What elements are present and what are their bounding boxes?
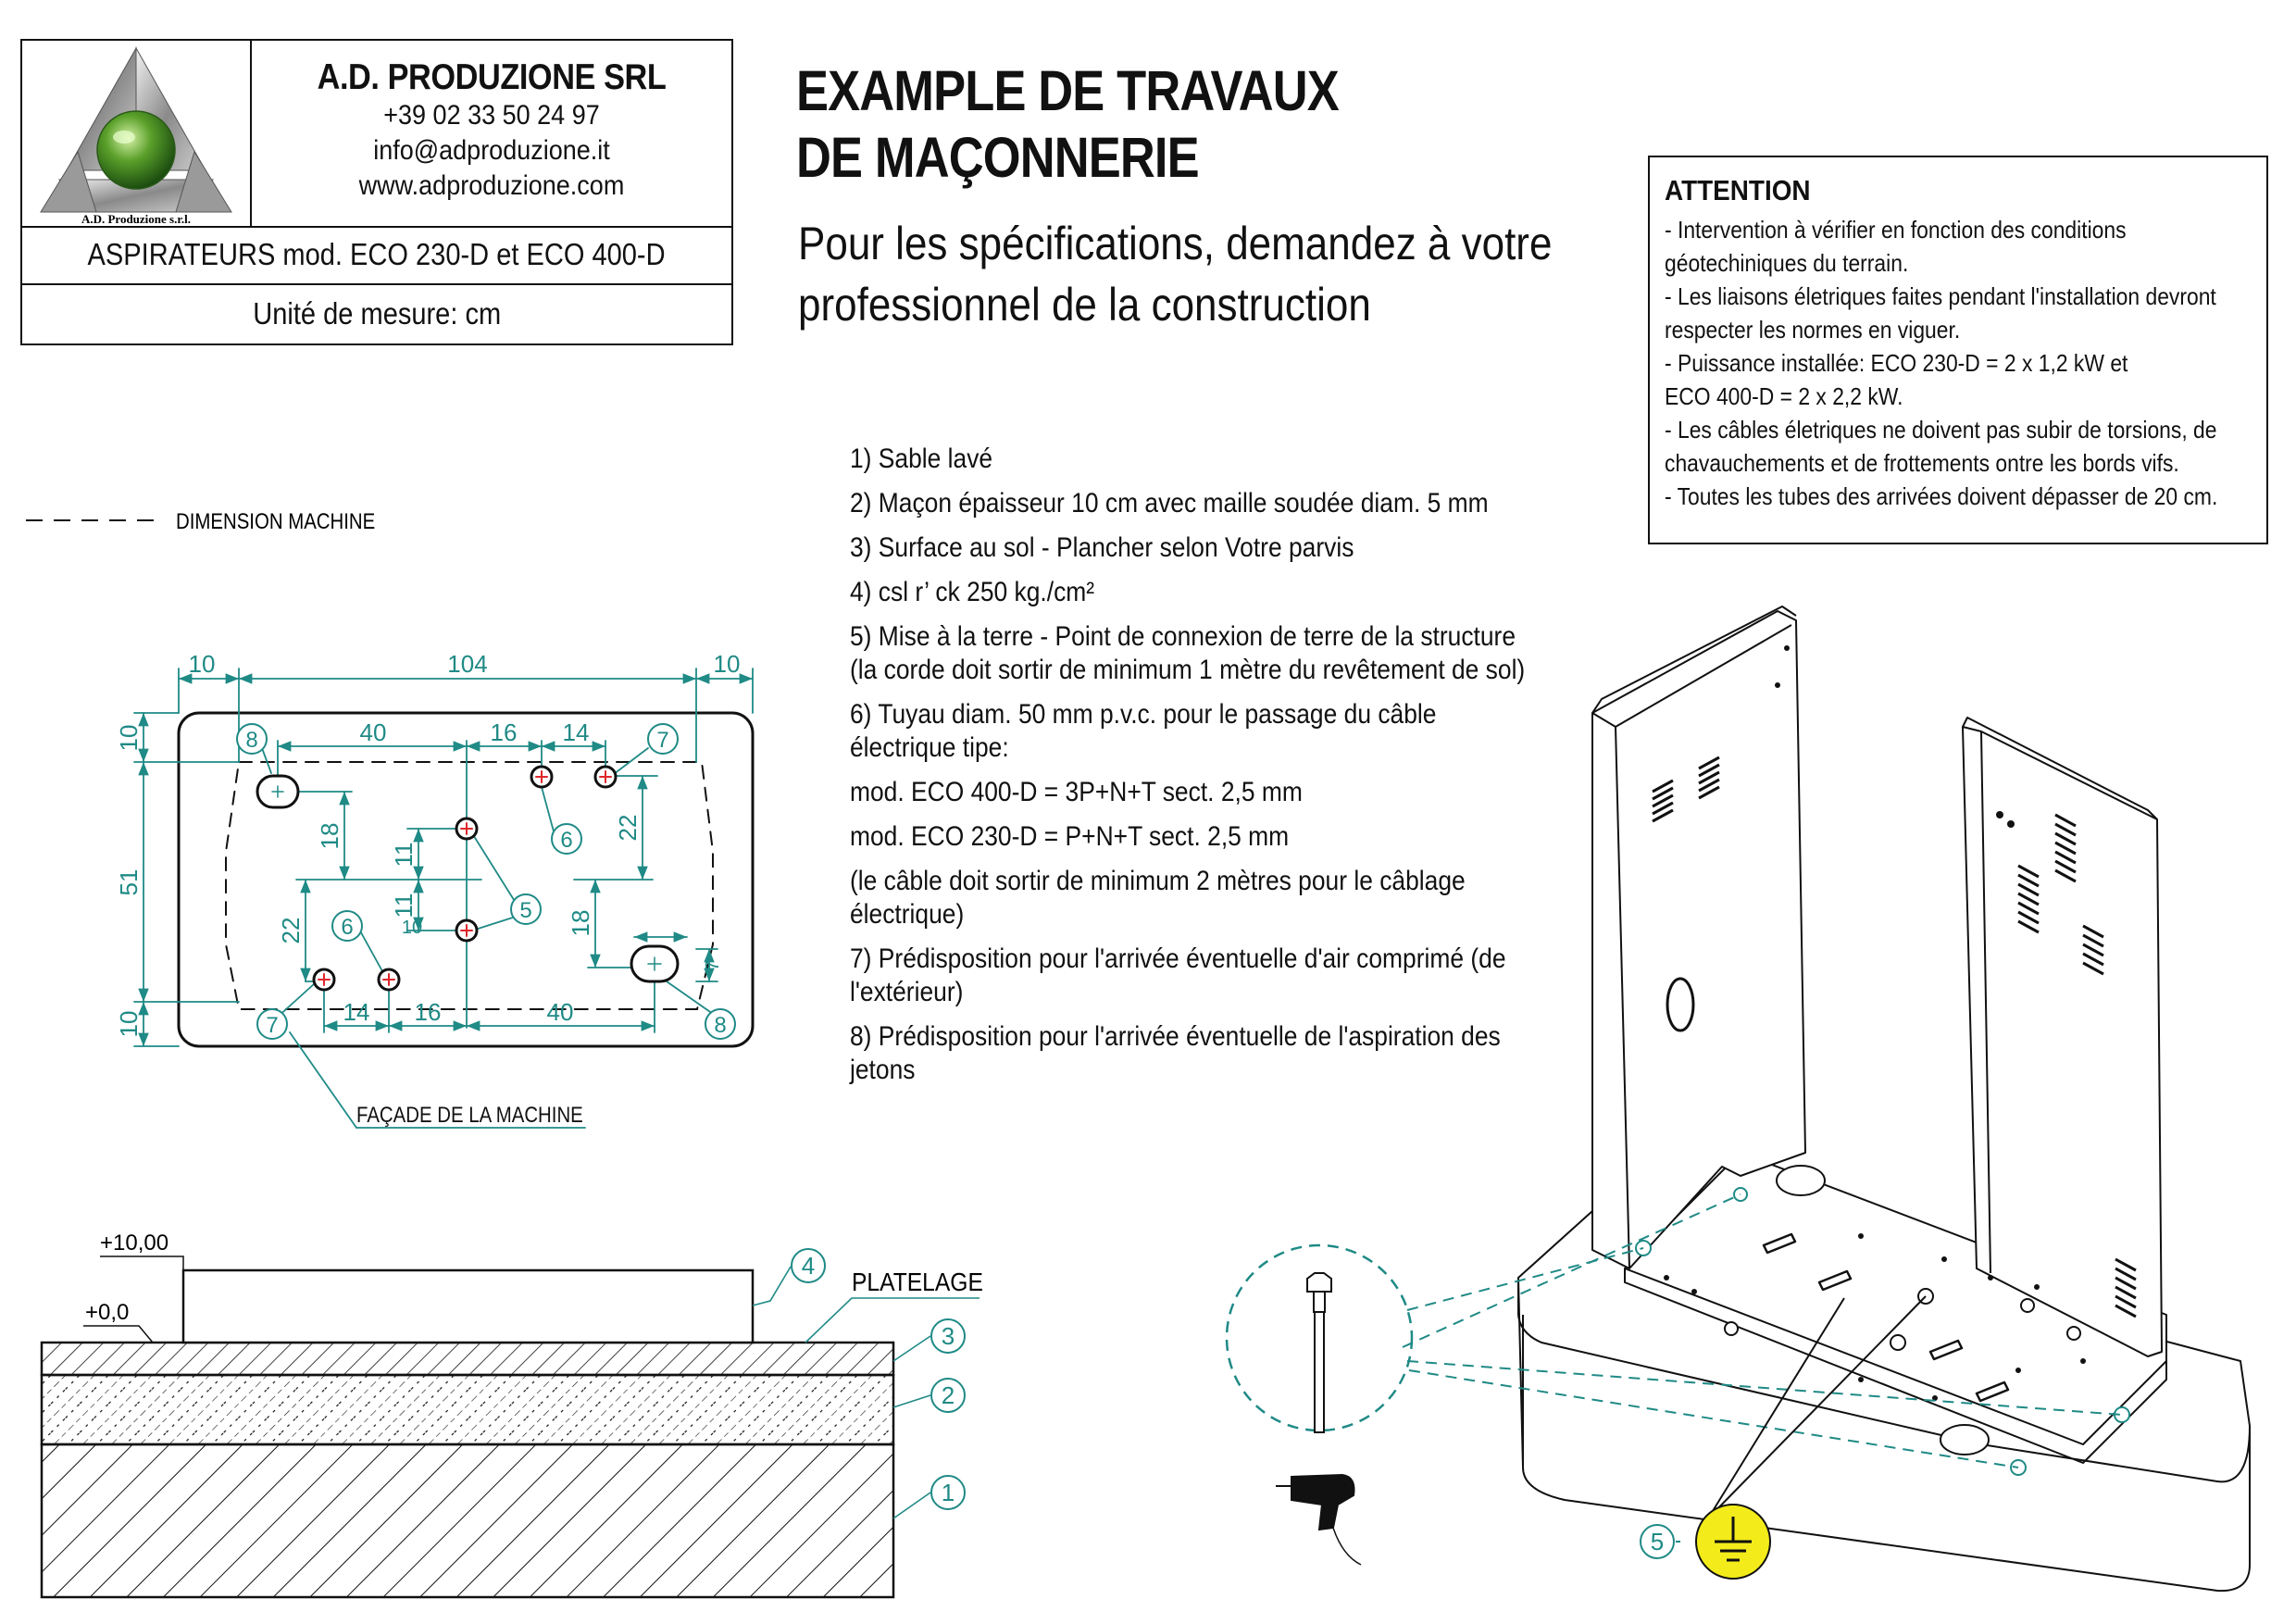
section-view: +10,00 +0,0 4 3 2 1 PLATELAGE xyxy=(40,1230,983,1599)
svg-text:10: 10 xyxy=(402,918,422,938)
ground-callout: 5 xyxy=(1640,1295,1927,1580)
note-item: 5) Mise à la terre - Point de connexion … xyxy=(850,621,1526,685)
svg-text:51: 51 xyxy=(115,869,143,896)
svg-text:7: 7 xyxy=(656,728,668,753)
isometric-view xyxy=(1517,606,2251,1593)
slot-hole-8a xyxy=(256,774,300,809)
svg-text:10: 10 xyxy=(189,650,216,678)
attention-line: - Les câbles életriques ne doivent pas s… xyxy=(1665,416,2217,443)
hole-7b xyxy=(312,968,336,992)
note-item: 2) Maçon épaisseur 10 cm avec maille sou… xyxy=(850,488,1489,518)
machine-outline xyxy=(225,761,714,1010)
svg-text:7: 7 xyxy=(266,1013,278,1038)
note-item: 1) Sable lavé xyxy=(850,443,993,474)
svg-text:5: 5 xyxy=(1651,1528,1664,1555)
svg-text:16: 16 xyxy=(415,998,442,1026)
hole-6b xyxy=(377,968,401,992)
attention-heading: ATTENTION xyxy=(1665,174,1811,206)
platelage-label: PLATELAGE xyxy=(852,1268,983,1297)
note-item: 6) Tuyau diam. 50 mm p.v.c. pour le pass… xyxy=(850,699,1437,763)
level-top: +10,00 xyxy=(100,1230,168,1255)
svg-text:14: 14 xyxy=(563,718,590,746)
title-block: A.D. Produzione s.r.l. A.D. PRODUZIONE S… xyxy=(20,39,733,345)
svg-text:10: 10 xyxy=(115,1011,143,1038)
svg-text:10: 10 xyxy=(714,650,741,678)
svg-text:6: 6 xyxy=(560,828,572,853)
measurement-unit: Unité de mesure: cm xyxy=(22,283,731,344)
svg-text:7: 7 xyxy=(703,960,723,970)
note-item: mod. ECO 400-D = 3P+N+T sect. 2,5 mm xyxy=(850,777,1303,807)
svg-text:3: 3 xyxy=(942,1322,955,1350)
svg-text:6: 6 xyxy=(341,915,353,940)
svg-text:8: 8 xyxy=(245,728,257,753)
hole-5a xyxy=(455,817,479,841)
page-subtitle: Pour les spécifications, demandez à votr… xyxy=(798,218,1553,331)
svg-text:104: 104 xyxy=(447,650,487,678)
notes-list: 1) Sable lavé 2) Maçon épaisseur 10 cm a… xyxy=(850,443,1554,1098)
company-phone: +39 02 33 50 24 97 xyxy=(383,100,600,131)
svg-text:16: 16 xyxy=(491,718,518,746)
level-zero: +0,0 xyxy=(85,1300,129,1325)
svg-text:10: 10 xyxy=(115,725,143,752)
hole-5b xyxy=(455,918,479,943)
svg-text:11: 11 xyxy=(390,843,418,868)
attention-line: chavauchements et de frottements ontre l… xyxy=(1665,449,2179,477)
page-title: EXAMPLE DE TRAVAUX DE MAÇONNERIE xyxy=(796,59,1340,189)
attention-line: géotechiniques du terrain. xyxy=(1665,249,1909,277)
company-name: A.D. PRODUZIONE SRL xyxy=(317,57,667,97)
attention-line: - Les liaisons életriques faites pendant… xyxy=(1665,282,2216,310)
svg-text:18: 18 xyxy=(316,823,343,850)
company-email[interactable]: info@adproduzione.it xyxy=(373,135,610,166)
holes xyxy=(256,765,680,992)
attention-line: - Toutes les tubes des arrivées doivent … xyxy=(1665,482,2218,510)
product-models: ASPIRATEURS mod. ECO 230-D et ECO 400-D xyxy=(22,226,731,283)
attention-box: ATTENTION - Intervention à vérifier en f… xyxy=(1648,156,2268,544)
dimension-legend: DIMENSION MACHINE xyxy=(26,508,375,533)
company-website[interactable]: www.adproduzione.com xyxy=(358,170,625,201)
svg-text:2: 2 xyxy=(942,1381,955,1409)
note-item: mod. ECO 230-D = P+N+T sect. 2,5 mm xyxy=(850,821,1290,852)
svg-text:14: 14 xyxy=(343,998,370,1026)
svg-text:22: 22 xyxy=(277,918,305,944)
attention-line: ECO 400-D = 2 x 2,2 kW. xyxy=(1665,382,1903,410)
note-item: 8) Prédisposition pour l'arrivée éventue… xyxy=(850,1021,1501,1085)
logo-graphic: A.D. Produzione s.r.l. xyxy=(40,46,232,226)
ground-symbol-icon xyxy=(1695,1504,1771,1580)
legend-label: DIMENSION MACHINE xyxy=(176,508,375,533)
slot-hole-8b xyxy=(630,944,680,983)
svg-text:40: 40 xyxy=(360,718,387,746)
note-item: 7) Prédisposition pour l'arrivée éventue… xyxy=(850,943,1506,1007)
svg-text:11: 11 xyxy=(390,893,418,918)
company-logo: A.D. Produzione s.r.l. xyxy=(22,41,252,226)
svg-text:40: 40 xyxy=(547,998,574,1026)
logo-text: A.D. Produzione s.r.l. xyxy=(81,212,191,226)
attention-line: - Intervention à vérifier en fonction de… xyxy=(1665,216,2127,244)
facade-label: FAÇADE DE LA MACHINE xyxy=(356,1102,583,1127)
svg-text:4: 4 xyxy=(802,1252,815,1280)
svg-text:5: 5 xyxy=(519,898,531,923)
plan-view: 10 104 10 40 16 14 14 16 40 10 10 51 10 … xyxy=(115,650,755,1129)
hole-7a xyxy=(593,765,618,789)
company-info: A.D. PRODUZIONE SRL +39 02 33 50 24 97 i… xyxy=(252,41,731,226)
attention-line: respecter les normes en viguer. xyxy=(1665,316,1961,344)
attention-line: - Puissance installée: ECO 230-D = 2 x 1… xyxy=(1665,349,2128,377)
svg-text:1: 1 xyxy=(942,1479,955,1506)
hole-6a xyxy=(530,765,554,789)
drill-icon xyxy=(1276,1473,1362,1566)
svg-text:8: 8 xyxy=(714,1013,726,1038)
note-item: 3) Surface au sol - Plancher selon Votre… xyxy=(850,532,1354,563)
svg-text:22: 22 xyxy=(614,815,642,842)
svg-text:18: 18 xyxy=(567,910,594,937)
note-item: (le câble doit sortir de minimum 2 mètre… xyxy=(850,866,1466,930)
hole-crosses xyxy=(318,770,612,986)
slab-outline xyxy=(177,711,755,1048)
note-item: 4) csl r’ ck 250 kg./cm² xyxy=(850,577,1095,607)
machine-block xyxy=(181,1268,755,1344)
bolt-detail xyxy=(1225,1193,2123,1468)
